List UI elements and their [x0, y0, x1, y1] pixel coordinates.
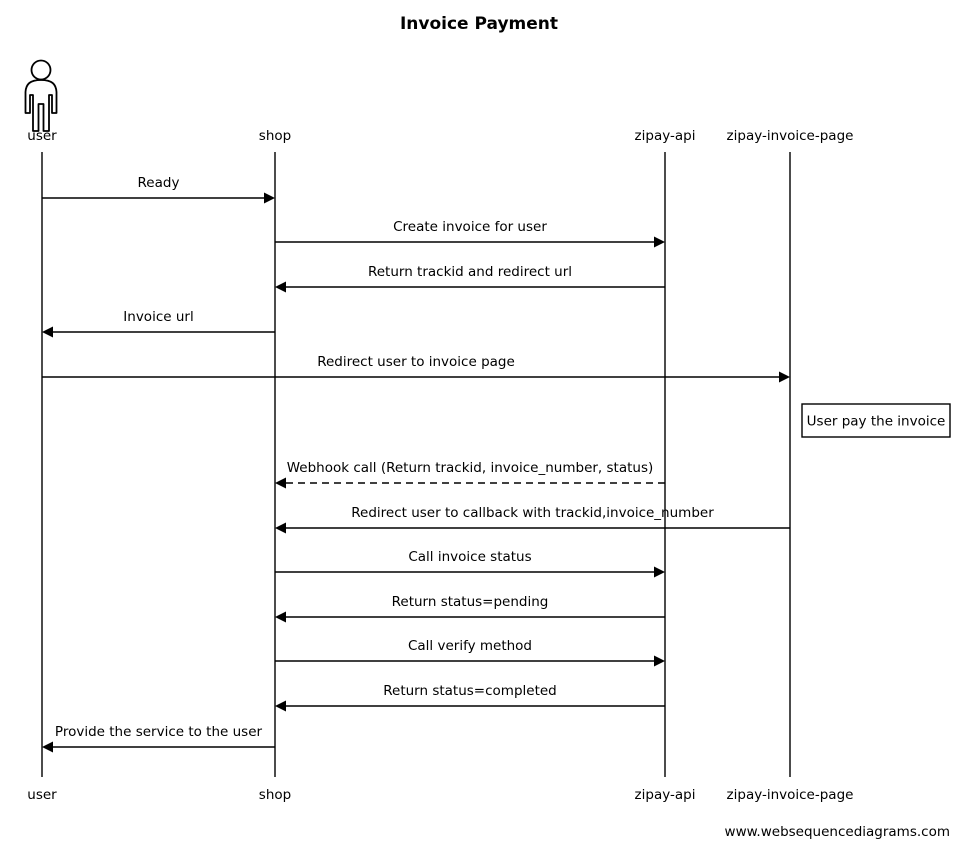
message-label-10: Return status=completed: [383, 683, 557, 699]
message-arrowhead-0: [264, 192, 275, 204]
message-5: Webhook call (Return trackid, invoice_nu…: [275, 460, 665, 489]
message-7: Call invoice status: [275, 549, 665, 578]
participant-label-bottom-zipay-api: zipay-api: [635, 787, 696, 803]
message-arrowhead-11: [42, 741, 53, 753]
message-label-2: Return trackid and redirect url: [368, 264, 572, 280]
message-arrowhead-6: [275, 522, 286, 534]
participants-layer: user user shop shop zipay-api zipay-api zipay-…: [27, 128, 853, 803]
note-box-0: [801, 403, 951, 438]
message-10: Return status=completed: [275, 683, 665, 712]
message-2: Return trackid and redirect url: [275, 264, 665, 293]
message-arrowhead-3: [42, 326, 53, 338]
message-label-5: Webhook call (Return trackid, invoice_nu…: [287, 460, 654, 476]
message-3: Invoice url: [42, 309, 275, 338]
message-label-11: Provide the service to the user: [55, 724, 263, 740]
note-0: User pay the invoice: [801, 403, 951, 438]
message-1: Create invoice for user: [275, 219, 665, 248]
participant-label-top-zipay-invoice-page: zipay-invoice-page: [727, 128, 854, 144]
message-label-8: Return status=pending: [392, 594, 549, 610]
participant-label-top-shop: shop: [259, 128, 291, 144]
message-arrowhead-4: [779, 371, 790, 383]
participant-label-bottom-shop: shop: [259, 787, 291, 803]
message-arrowhead-8: [275, 611, 286, 623]
message-arrowhead-10: [275, 700, 286, 712]
actor-stick-figure-icon: [24, 59, 58, 132]
note-text-0: User pay the invoice: [807, 414, 946, 430]
message-arrowhead-1: [654, 236, 665, 248]
participant-label-top-user: user: [27, 128, 57, 144]
participant-label-bottom-user: user: [27, 787, 57, 803]
message-9: Call verify method: [275, 638, 665, 667]
message-label-3: Invoice url: [123, 309, 193, 325]
message-label-0: Ready: [138, 175, 180, 191]
message-label-7: Call invoice status: [408, 549, 531, 565]
message-label-6: Redirect user to callback with trackid,i…: [351, 505, 714, 521]
message-arrowhead-9: [654, 655, 665, 667]
message-arrowhead-5: [275, 477, 286, 489]
message-label-1: Create invoice for user: [393, 219, 547, 235]
message-arrowhead-2: [275, 281, 286, 293]
message-label-4: Redirect user to invoice page: [317, 354, 515, 370]
footer-watermark: www.websequencediagrams.com: [725, 824, 950, 840]
participant-label-top-zipay-api: zipay-api: [635, 128, 696, 144]
participant-label-bottom-zipay-invoice-page: zipay-invoice-page: [727, 787, 854, 803]
message-8: Return status=pending: [275, 594, 665, 623]
notes-layer: User pay the invoice: [801, 403, 951, 438]
message-4: Redirect user to invoice page: [42, 354, 790, 383]
message-label-9: Call verify method: [408, 638, 532, 654]
message-arrowhead-7: [654, 566, 665, 578]
message-0: Ready: [42, 175, 275, 204]
message-6: Redirect user to callback with trackid,i…: [275, 505, 790, 534]
diagram-title: Invoice Payment: [400, 14, 558, 34]
message-11: Provide the service to the user: [42, 724, 275, 753]
